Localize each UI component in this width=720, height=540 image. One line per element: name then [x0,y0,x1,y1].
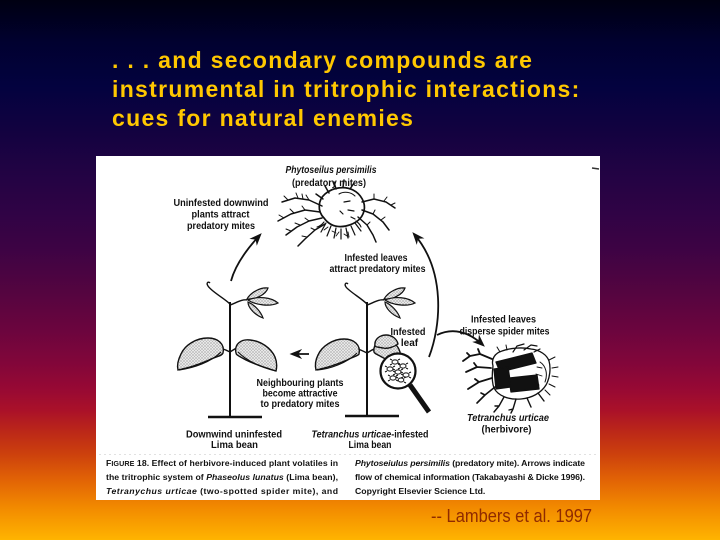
svg-text:Infested leaves: Infested leaves [345,253,408,264]
svg-text:Tetranychus urticae (two-spott: Tetranychus urticae (two-spotted spider … [106,486,338,496]
svg-text:Infested leaves: Infested leaves [471,315,536,326]
svg-text:(herbivore): (herbivore) [482,425,532,436]
svg-text:to predatory mites: to predatory mites [261,399,340,410]
svg-text:flow of chemical information (: flow of chemical information (Takabayash… [355,472,585,482]
svg-text:Lima bean: Lima bean [349,440,392,451]
svg-text:the tritrophic system of Phase: the tritrophic system of Phaseolus lunat… [106,472,338,482]
svg-text:leaf: leaf [401,338,419,349]
svg-text:Copyright Elsevier Science Ltd: Copyright Elsevier Science Ltd. [355,486,485,496]
svg-text:(predatory mites): (predatory mites) [292,177,366,189]
svg-text:Neighbouring plants: Neighbouring plants [257,378,344,389]
svg-text:plants attract: plants attract [192,210,251,221]
svg-text:Phytoseilus persimilis: Phytoseilus persimilis [286,164,377,176]
svg-text:predatory mites: predatory mites [187,221,255,232]
svg-text:Tetranchus urticae-infested: Tetranchus urticae-infested [312,430,429,441]
svg-text:Uninfested downwind: Uninfested downwind [174,198,269,209]
svg-text:Infested: Infested [391,327,426,338]
svg-text:FIGURE 18. Effect of herbivore: FIGURE 18. Effect of herbivore-induced p… [106,458,338,468]
svg-text:Lima bean: Lima bean [211,440,258,451]
svg-text:Tetranchus urticae: Tetranchus urticae [467,413,549,424]
svg-text:Phytoseiulus persimilis (preda: Phytoseiulus persimilis (predatory mite)… [355,458,585,468]
svg-text:attract predatory mites: attract predatory mites [330,264,426,275]
svg-text:become attractive: become attractive [263,389,338,400]
svg-text:Downwind uninfested: Downwind uninfested [186,430,282,441]
svg-text:disperse spider mites: disperse spider mites [460,327,550,338]
